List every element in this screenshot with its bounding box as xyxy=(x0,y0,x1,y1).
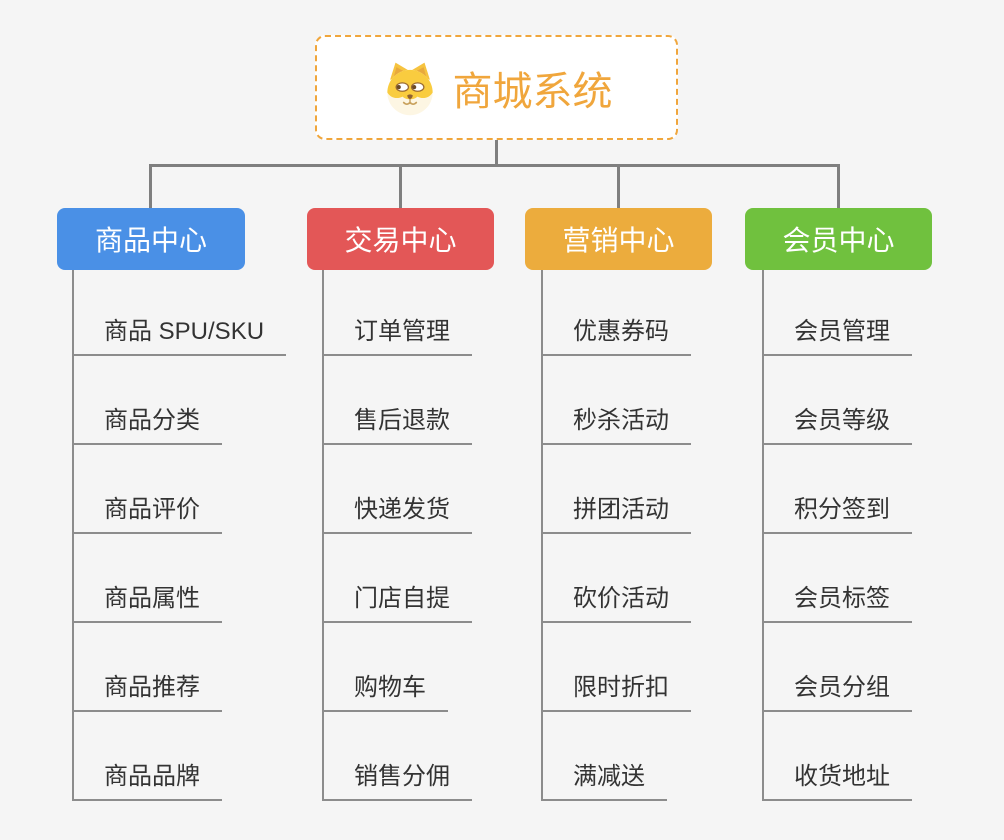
dog-face-icon xyxy=(386,62,433,115)
branch-drop-connector xyxy=(837,164,840,208)
leaf-node[interactable]: 满减送 xyxy=(541,761,667,801)
leaf-node[interactable]: 快递发货 xyxy=(322,494,472,534)
leaf-node[interactable]: 会员管理 xyxy=(762,316,912,356)
leaf-node[interactable]: 会员标签 xyxy=(762,583,912,623)
leaf-node[interactable]: 拼团活动 xyxy=(541,494,691,534)
leaf-node[interactable]: 砍价活动 xyxy=(541,583,691,623)
leaf-node[interactable]: 售后退款 xyxy=(322,405,472,445)
branch-drop-connector xyxy=(617,164,620,208)
leaf-node[interactable]: 积分签到 xyxy=(762,494,912,534)
branch-node-product-center[interactable]: 商品中心 xyxy=(57,208,245,270)
root-title: 商城系统 xyxy=(452,69,613,114)
leaf-node[interactable]: 订单管理 xyxy=(322,316,472,356)
branch-node-marketing-center[interactable]: 营销中心 xyxy=(525,208,712,270)
leaf-node[interactable]: 购物车 xyxy=(322,672,448,712)
leaf-node[interactable]: 会员分组 xyxy=(762,672,912,712)
leaf-node[interactable]: 秒杀活动 xyxy=(541,405,691,445)
leaf-node[interactable]: 优惠券码 xyxy=(541,316,691,356)
branch-node-trade-center[interactable]: 交易中心 xyxy=(307,208,494,270)
leaf-node[interactable]: 商品属性 xyxy=(72,583,222,623)
root-stem-connector xyxy=(495,140,498,166)
root-node[interactable]: 商城系统 xyxy=(315,35,678,140)
column-connector-line xyxy=(322,270,324,801)
column-connector-line xyxy=(762,270,764,801)
branch-rail-connector xyxy=(149,164,840,167)
leaf-node[interactable]: 商品 SPU/SKU xyxy=(72,316,287,356)
leaf-node[interactable]: 商品品牌 xyxy=(72,761,222,801)
branch-node-member-center[interactable]: 会员中心 xyxy=(745,208,932,270)
leaf-node[interactable]: 限时折扣 xyxy=(541,672,691,712)
column-connector-line xyxy=(72,270,74,801)
leaf-node[interactable]: 会员等级 xyxy=(762,405,912,445)
leaf-node[interactable]: 收货地址 xyxy=(762,761,912,801)
column-connector-line xyxy=(541,270,543,801)
branch-drop-connector xyxy=(399,164,402,208)
leaf-node[interactable]: 商品推荐 xyxy=(72,672,222,712)
leaf-node[interactable]: 商品评价 xyxy=(72,494,222,534)
leaf-node[interactable]: 门店自提 xyxy=(322,583,472,623)
branch-drop-connector xyxy=(149,164,152,208)
leaf-node[interactable]: 销售分佣 xyxy=(322,761,472,801)
leaf-node[interactable]: 商品分类 xyxy=(72,405,222,445)
